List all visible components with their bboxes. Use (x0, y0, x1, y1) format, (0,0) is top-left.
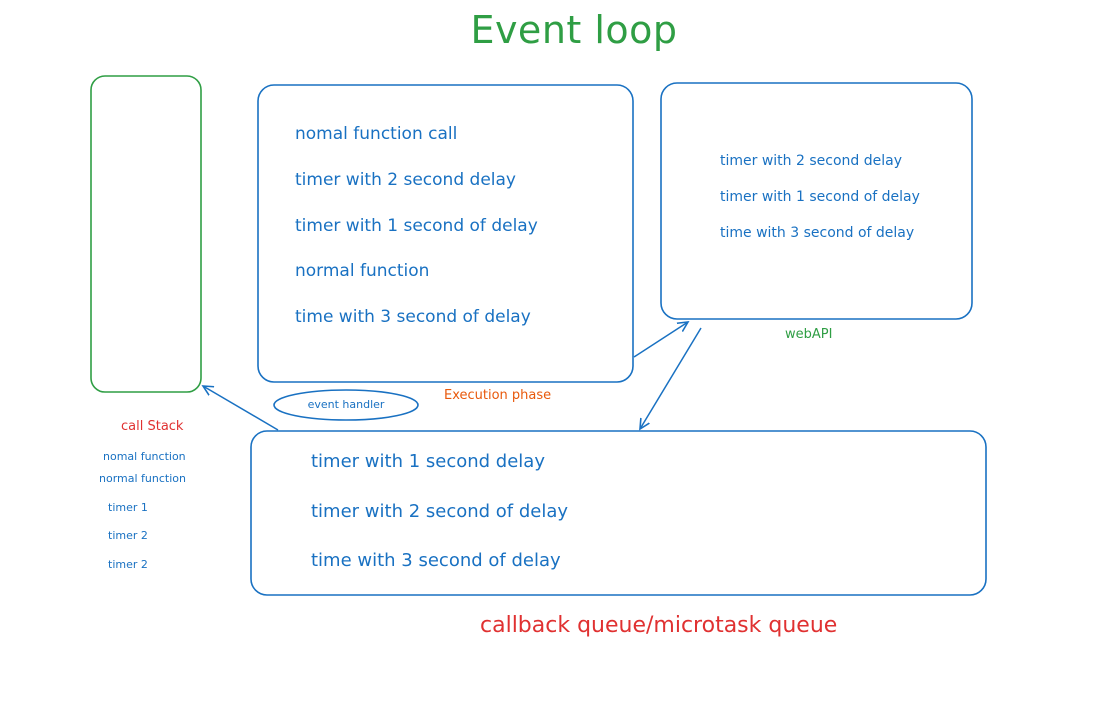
webapi-line: timer with 2 second delay (720, 153, 902, 169)
execution-line: timer with 2 second delay (295, 170, 516, 190)
queue-line: timer with 2 second of delay (311, 501, 569, 522)
execution-line: time with 3 second of delay (295, 307, 531, 327)
execution-box (257, 84, 634, 383)
arrow-queue-to-stack (203, 386, 279, 431)
execution-line: normal function (295, 261, 430, 281)
event-handler-label: event handler (307, 398, 385, 411)
call-stack-item: timer 1 (108, 501, 148, 514)
callback-queue-label: callback queue/microtask queue (480, 613, 838, 638)
execution-line: timer with 1 second of delay (295, 216, 538, 236)
arrow-exec-to-webapi (633, 322, 688, 358)
arrow-webapi-to-queue (640, 327, 702, 429)
call-stack-item: timer 2 (108, 558, 148, 571)
diagram-title: Event loop (470, 8, 678, 52)
queue-line: time with 3 second of delay (311, 550, 561, 571)
callback-queue-box (250, 430, 987, 596)
execution-line: nomal function call (295, 124, 458, 144)
call-stack-box (90, 75, 202, 393)
call-stack-item: timer 2 (108, 529, 148, 542)
webapi-label: webAPI (785, 327, 833, 342)
webapi-line: timer with 1 second of delay (720, 189, 920, 205)
event-handler-ellipse (273, 389, 419, 421)
execution-phase-label: Execution phase (444, 388, 552, 403)
webapi-box (660, 82, 973, 320)
queue-line: timer with 1 second delay (311, 451, 545, 472)
call-stack-item: nomal function (103, 450, 186, 463)
webapi-line: time with 3 second of delay (720, 225, 915, 241)
call-stack-label: call Stack (121, 419, 184, 434)
call-stack-item: normal function (99, 472, 186, 485)
